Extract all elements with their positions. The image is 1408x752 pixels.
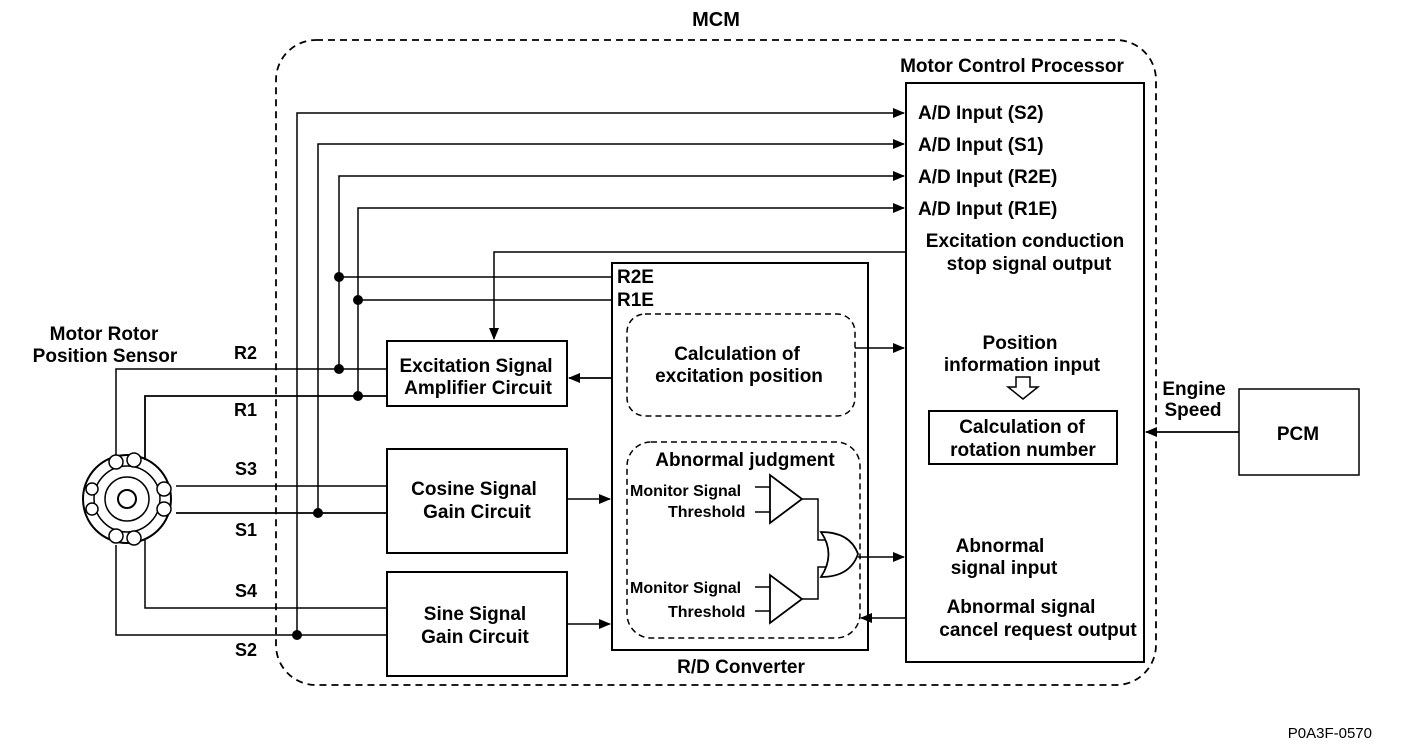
ad-s1-line xyxy=(317,139,905,513)
sensor-label-line2: Position Sensor xyxy=(33,346,178,367)
signal-s3-label: S3 xyxy=(235,459,257,479)
comparator1-icon xyxy=(769,473,804,525)
engine-speed-line1: Engine xyxy=(1162,379,1225,400)
ad-input-r2e: A/D Input (R2E) xyxy=(918,167,1057,188)
rd-converter-box xyxy=(611,262,869,651)
rotation-calc-box xyxy=(928,410,1118,465)
sine-gain-line2: Gain Circuit xyxy=(421,627,529,648)
comparator1-threshold-label: Threshold xyxy=(668,504,745,521)
excitation-amp-line2: Amplifier Circuit xyxy=(404,378,552,399)
excitation-stop-line2: stop signal output xyxy=(947,254,1112,275)
hollow-down-arrow-icon xyxy=(1005,376,1041,400)
excitation-calc-region xyxy=(626,313,856,417)
comparator2-threshold-label: Threshold xyxy=(668,604,745,621)
or-gate-icon xyxy=(819,531,859,578)
excitation-calc-line2: excitation position xyxy=(655,366,823,387)
comparator1-monitor-label: Monitor Signal xyxy=(630,483,741,500)
r2e-label: R2E xyxy=(617,267,654,288)
wire-r2 xyxy=(115,368,387,455)
motor-control-processor-box xyxy=(905,82,1145,663)
wire-r1 xyxy=(144,395,387,460)
engine-speed-line2: Speed xyxy=(1164,400,1221,421)
cosine-gain-line2: Gain Circuit xyxy=(423,502,531,523)
r1e-label: R1E xyxy=(617,290,654,311)
signal-s2-label: S2 xyxy=(235,640,257,660)
rotation-calc-line2: rotation number xyxy=(950,440,1096,461)
signal-r1-label: R1 xyxy=(234,400,257,420)
abnormal-input-line2: signal input xyxy=(951,558,1058,579)
signal-r2-label: R2 xyxy=(234,343,257,363)
cancel-request-line2: cancel request output xyxy=(939,620,1137,641)
mcm-label: MCM xyxy=(692,9,740,31)
wire-s4 xyxy=(144,540,387,609)
pcm-label: PCM xyxy=(1277,424,1319,445)
sensor-label-line1: Motor Rotor xyxy=(50,324,159,345)
excitation-stop-line xyxy=(489,251,906,340)
signal-s4-label: S4 xyxy=(235,581,257,601)
ad-r1e-line xyxy=(357,203,905,396)
ad-input-r1e: A/D Input (R1E) xyxy=(918,199,1057,220)
figure-id: P0A3F-0570 xyxy=(1288,725,1372,742)
abnormal-judgment-label: Abnormal judgment xyxy=(655,450,835,471)
ad-s2-line xyxy=(296,108,905,635)
cancel-request-line1: Abnormal signal xyxy=(947,597,1096,618)
signal-s1-label: S1 xyxy=(235,520,257,540)
sine-gain-line1: Sine Signal xyxy=(424,604,526,625)
cosine-gain-box xyxy=(386,448,568,554)
rotation-calc-line1: Calculation of xyxy=(959,417,1085,438)
position-input-line2: information input xyxy=(944,355,1101,376)
comparator2-icon xyxy=(769,573,804,625)
abnormal-input-line1: Abnormal xyxy=(956,536,1045,557)
abnormal-judgment-region xyxy=(626,441,861,639)
excitation-amp-box xyxy=(386,340,568,407)
comparator2-monitor-label: Monitor Signal xyxy=(630,580,741,597)
ad-input-s2: A/D Input (S2) xyxy=(918,103,1044,124)
excitation-calc-line1: Calculation of xyxy=(674,344,800,365)
junction-dot xyxy=(334,272,344,282)
mcm-boundary xyxy=(275,39,1157,686)
wire-s2 xyxy=(115,545,387,636)
ad-input-s1: A/D Input (S1) xyxy=(918,135,1044,156)
cosine-gain-line1: Cosine Signal xyxy=(411,479,537,500)
junction-dot xyxy=(353,295,363,305)
rd-converter-label: R/D Converter xyxy=(677,657,805,678)
processor-title: Motor Control Processor xyxy=(900,56,1124,77)
motor-rotor-sensor-icon xyxy=(82,452,172,546)
position-input-line1: Position xyxy=(983,333,1058,354)
ad-r2e-line xyxy=(338,171,905,369)
excitation-amp-line1: Excitation Signal xyxy=(399,356,552,377)
excitation-stop-line1: Excitation conduction xyxy=(926,231,1124,252)
